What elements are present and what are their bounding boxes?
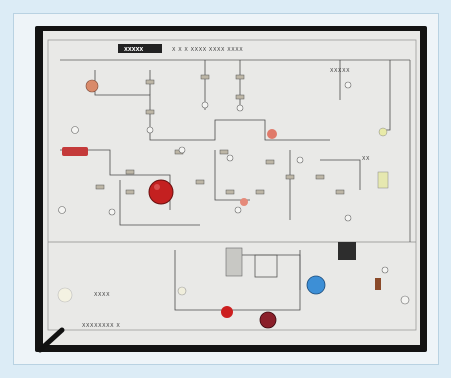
red-pushbutton (221, 306, 233, 318)
dark-red-pushbutton (259, 311, 277, 329)
pink-component (240, 198, 248, 206)
yellow-capacitor (377, 171, 389, 189)
panel-outline (47, 39, 417, 331)
brand-plate (118, 44, 162, 53)
orange-led (85, 79, 99, 93)
terminal-posts (58, 81, 410, 305)
transformer-block (225, 247, 243, 277)
brown-component (375, 278, 381, 290)
red-capacitor (62, 147, 88, 156)
circuit-traces (60, 60, 391, 311)
red-knob (148, 179, 174, 205)
black-ic (338, 242, 356, 260)
brand-text: XXXXX (124, 47, 143, 53)
power-indicator (57, 287, 73, 303)
blue-potentiometer (306, 275, 326, 295)
label-1: XXXX (94, 292, 110, 298)
small-indicator (177, 286, 187, 296)
circuit-panel (43, 31, 420, 345)
label-4: XXXXX (330, 68, 350, 74)
label-2: XXXXXXXX X (82, 323, 120, 329)
power-cord (37, 327, 65, 353)
yellow-led (378, 127, 388, 137)
title-text: X X X XXXX XXXX XXXX (172, 47, 243, 53)
component-cluster (95, 74, 345, 195)
bridge-rectifier (254, 254, 278, 278)
red-led (267, 129, 277, 139)
label-3: XX (362, 156, 370, 162)
red-knob-highlight (154, 184, 160, 190)
